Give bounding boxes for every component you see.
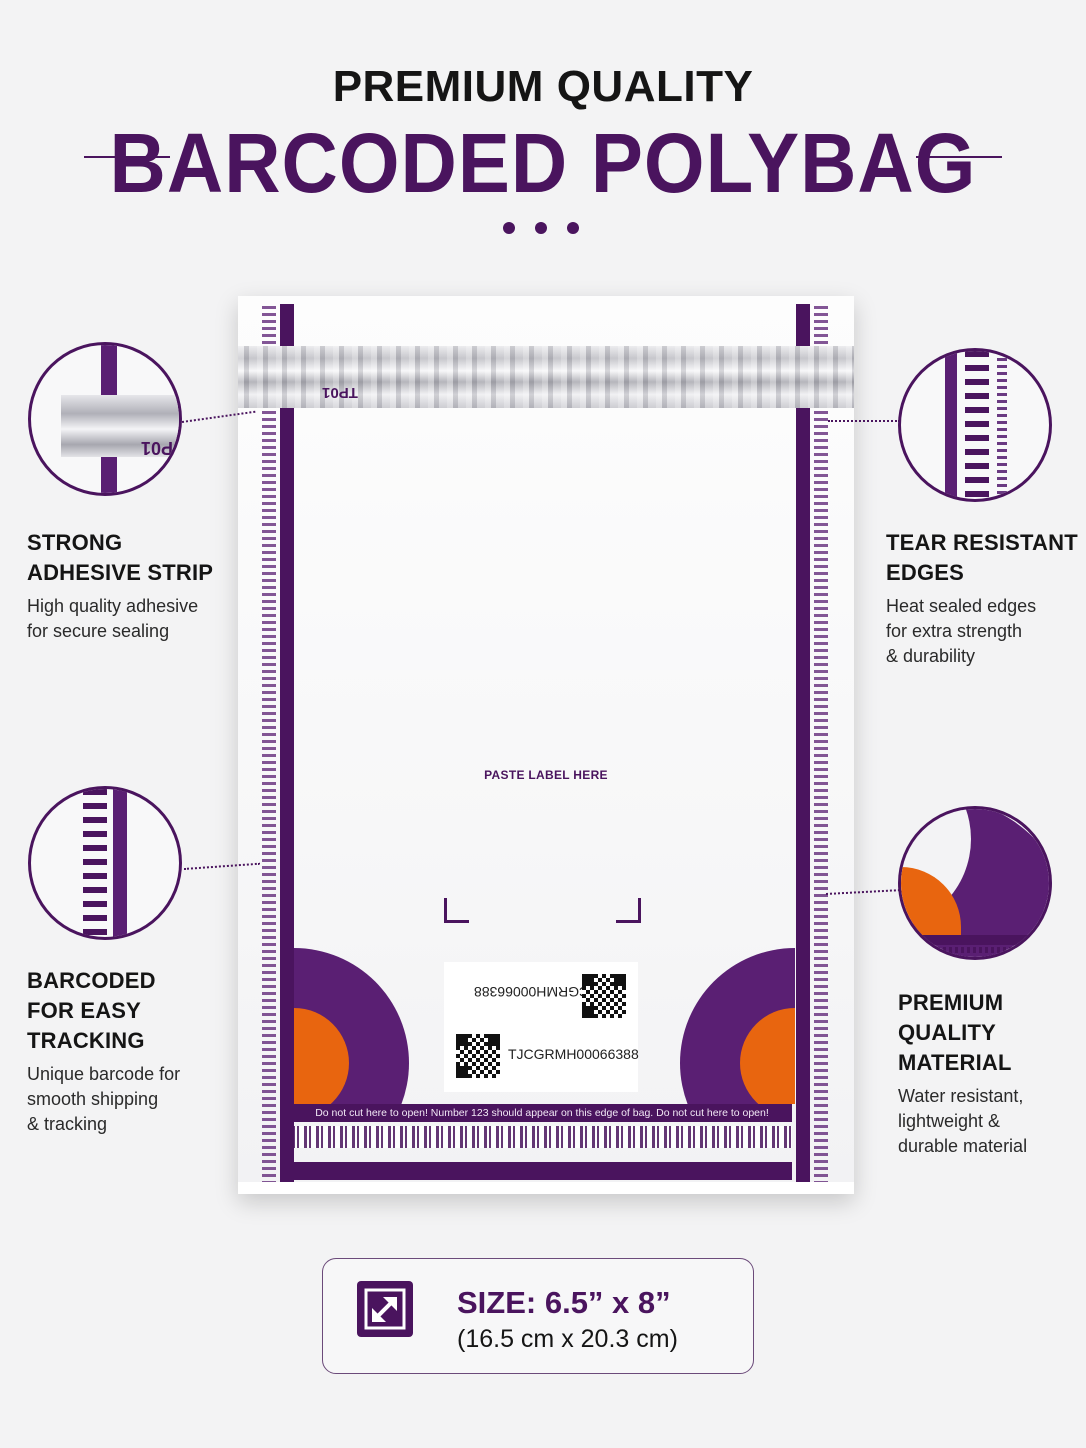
feature-material: PREMIUM QUALITY MATERIAL Water resistant… [898, 988, 1078, 1159]
feature-adhesive: STRONG ADHESIVE STRIP High quality adhes… [27, 528, 257, 644]
feature-barcode: BARCODED FOR EASY TRACKING Unique barcod… [27, 966, 247, 1137]
feature-title: ADHESIVE STRIP [27, 560, 214, 585]
crop-mark-right [616, 898, 641, 923]
polybag-image: TP01 PASTE LABEL HERE TJCGRMH00066388 TJ… [238, 296, 854, 1194]
arc-decoration-left [294, 948, 409, 1104]
feature-title: EDGES [886, 560, 965, 585]
feature-desc: Heat sealed edges [886, 596, 1037, 616]
barcode-closeup-circle [28, 786, 182, 940]
bag-bottom-seal [238, 1182, 854, 1194]
paste-label-text: PASTE LABEL HERE [484, 768, 608, 782]
feature-edges: TEAR RESISTANT EDGES Heat sealed edges f… [886, 528, 1086, 669]
feature-title: TEAR RESISTANT [886, 530, 1078, 555]
feature-desc: for secure sealing [27, 621, 170, 641]
feature-desc: lightweight & [898, 1111, 1001, 1131]
tamper-band [292, 1162, 792, 1180]
adhesive-strip [238, 346, 854, 408]
warning-bar: Do not cut here to open! Number 123 shou… [292, 1104, 792, 1122]
title-rule-right [916, 156, 1002, 158]
page-title: BARCODED POLYBAG [109, 115, 977, 211]
feature-title: MATERIAL [898, 1050, 1012, 1075]
size-inches: SIZE: 6.5” x 8” [457, 1285, 671, 1320]
title-rule-left [84, 156, 170, 158]
size-info-box: SIZE: 6.5” x 8” (16.5 cm x 20.3 cm) [322, 1258, 754, 1374]
edge-bar-left [280, 304, 294, 1194]
material-closeup-circle [898, 806, 1052, 960]
page-subtitle: PREMIUM QUALITY [332, 62, 754, 111]
arc-decoration-right [680, 948, 795, 1104]
qr-code-icon [582, 974, 626, 1018]
edge-bar-right [796, 304, 810, 1194]
strip-code-closeup: TP01 [141, 438, 182, 458]
edge-number-strip-right [814, 306, 828, 1184]
feature-desc: for extra strength [886, 621, 1023, 641]
feature-title: TRACKING [27, 1028, 145, 1053]
feature-desc: Water resistant, [898, 1086, 1024, 1106]
feature-desc: Unique barcode for [27, 1064, 181, 1084]
feature-title: BARCODED [27, 968, 156, 993]
strip-code: TP01 [322, 384, 358, 401]
barcode-label: TJCGRMH00066388 TJCGRMH00066388 [444, 962, 639, 1092]
feature-desc: & tracking [27, 1114, 108, 1134]
feature-desc: smooth shipping [27, 1089, 159, 1109]
feature-title: FOR EASY [27, 998, 142, 1023]
size-cm: (16.5 cm x 20.3 cm) [457, 1325, 678, 1353]
feature-title: STRONG [27, 530, 123, 555]
number-band [292, 1126, 792, 1148]
barcode-text: TJCGRMH00066388 [508, 1046, 639, 1062]
feature-title: QUALITY [898, 1020, 996, 1045]
edges-closeup-circle [898, 348, 1052, 502]
adhesive-closeup-circle: TP01 [28, 342, 182, 496]
resize-arrow-icon [357, 1281, 413, 1337]
edge-number-strip-left [262, 306, 276, 1184]
feature-desc: & durability [886, 646, 976, 666]
feature-title: PREMIUM [898, 990, 1004, 1015]
title-dots [503, 222, 583, 236]
callout-line-edges [828, 420, 900, 422]
feature-desc: High quality adhesive [27, 596, 199, 616]
qr-code-icon [456, 1034, 500, 1078]
feature-desc: durable material [898, 1136, 1028, 1156]
crop-mark-left [444, 898, 469, 923]
